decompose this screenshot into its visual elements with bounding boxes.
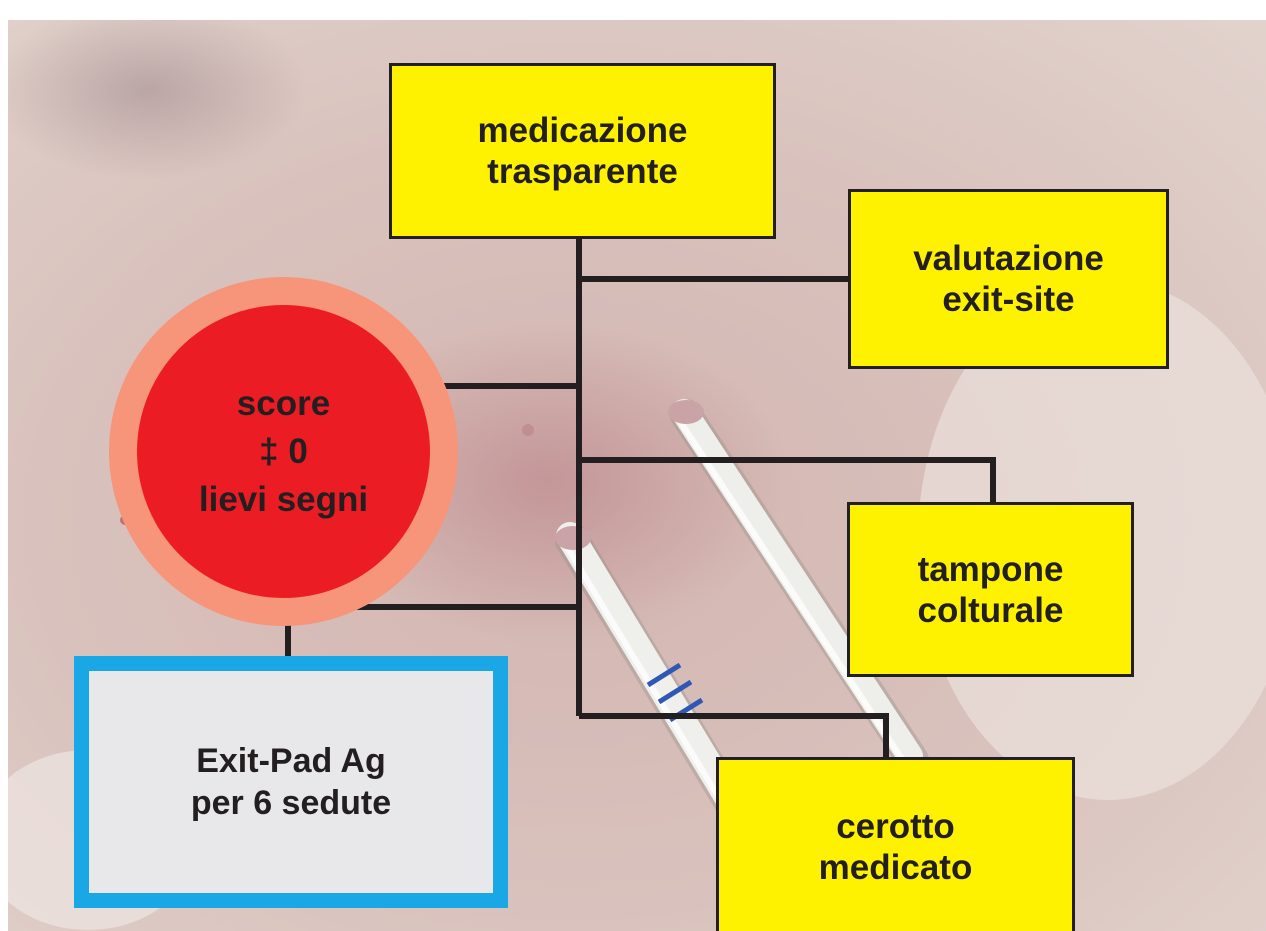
box-label-line-2: per 6 sedute	[191, 782, 391, 824]
box-label-line-2: trasparente	[487, 151, 678, 192]
branch-cerotto	[579, 716, 886, 757]
medicazione-trasparente-box: medicazione trasparente	[389, 63, 776, 239]
box-label-line-1: cerotto	[836, 806, 955, 847]
branch-tampone	[579, 460, 993, 502]
box-label-line-2: exit-site	[942, 279, 1074, 320]
score-value: ‡ 0	[259, 428, 308, 476]
cerotto-medicato-box: cerotto medicato	[716, 757, 1075, 931]
tampone-colturale-box: tampone colturale	[847, 502, 1134, 677]
score-label: score	[237, 380, 330, 428]
score-circle: score ‡ 0 lievi segni	[109, 277, 458, 626]
box-label-line-1: valutazione	[913, 238, 1104, 279]
box-label-line-1: tampone	[918, 549, 1064, 590]
exit-pad-ag-box: Exit-Pad Ag per 6 sedute	[74, 656, 508, 908]
box-label-line-1: Exit-Pad Ag	[196, 740, 386, 782]
box-label-line-1: medicazione	[477, 110, 687, 151]
box-label-line-2: colturale	[918, 590, 1064, 631]
box-label-line-2: medicato	[819, 847, 973, 888]
valutazione-exit-site-box: valutazione exit-site	[848, 189, 1169, 369]
score-description: lievi segni	[199, 476, 368, 524]
